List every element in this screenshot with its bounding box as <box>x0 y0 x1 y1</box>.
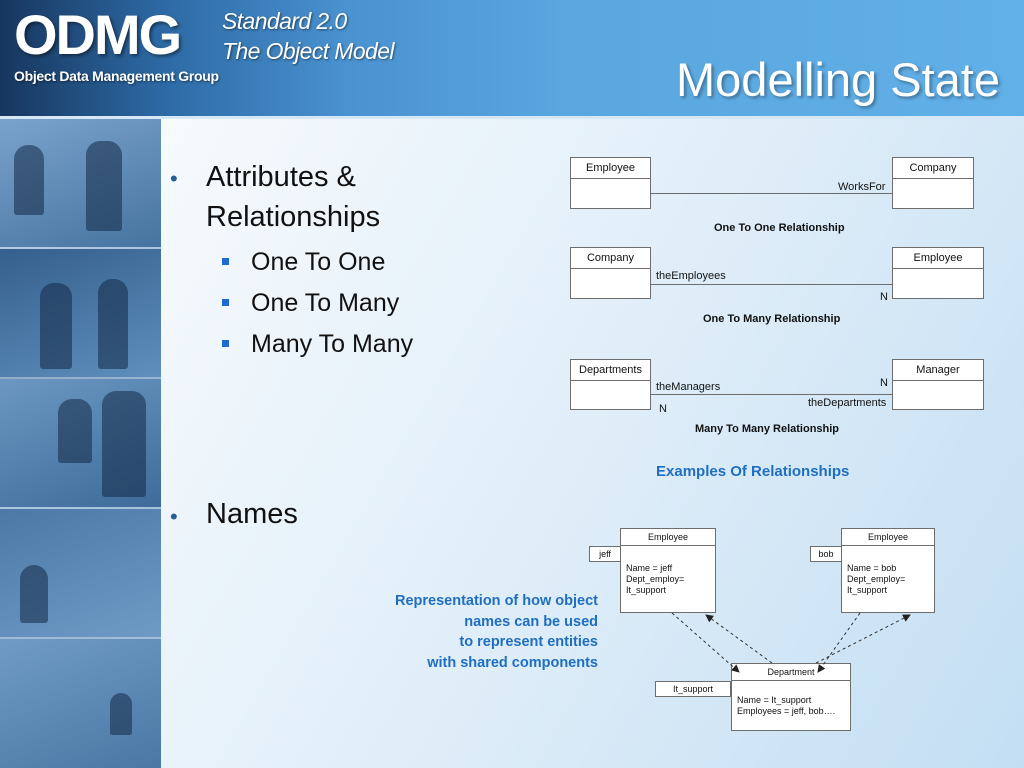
photo-strip <box>0 119 161 768</box>
one-to-many-caption: One To Many Relationship <box>703 313 841 325</box>
relation-label: theEmployees <box>656 270 726 282</box>
bullet-square <box>222 258 229 265</box>
bullet-names: Names <box>206 498 298 530</box>
bullet-attributes-line1: Attributes & <box>206 161 356 193</box>
object-class-label: Department <box>732 664 850 681</box>
jeff-employee-object: Employee Name = jeff Dept_employ= It_sup… <box>620 528 716 613</box>
person-silhouette <box>110 693 132 735</box>
box-header: Company <box>893 158 973 179</box>
attribute-line: Name = bob <box>847 563 897 573</box>
dashed-reference-arrow <box>705 614 773 664</box>
attribute-line: It_support <box>847 585 888 595</box>
sub-bullet-one-to-many: One To Many <box>251 289 400 317</box>
box-header: Departments <box>571 360 650 381</box>
relationship-line <box>651 193 892 194</box>
slide-title: Modelling State <box>676 53 1000 106</box>
person-silhouette <box>58 399 92 463</box>
object-attributes: Name = jeff Dept_employ= It_support <box>626 563 684 596</box>
object-class-label: Employee <box>621 529 715 546</box>
person-silhouette <box>86 141 122 231</box>
departments-box: Departments <box>570 359 651 410</box>
bullet-dot: • <box>170 504 178 529</box>
company-box: Company <box>892 157 974 209</box>
slide-content <box>161 119 1024 768</box>
header-banner: ODMG Object Data Management Group Standa… <box>0 0 1024 116</box>
employee-box: Employee <box>892 247 984 299</box>
relationship-line <box>651 394 892 395</box>
object-class-label: Employee <box>842 529 934 546</box>
relationship-line <box>651 284 892 285</box>
bullet-square <box>222 340 229 347</box>
it-support-name-tag: It_support <box>655 681 731 697</box>
object-attributes: Name = It_support Employees = jeff, bob…… <box>737 695 835 717</box>
dashed-reference-arrow <box>817 612 861 673</box>
cardinality-label: N <box>880 377 888 389</box>
person-silhouette <box>98 279 128 369</box>
bob-employee-object: Employee Name = bob Dept_employ= It_supp… <box>841 528 935 613</box>
office-photo <box>0 509 161 639</box>
office-photo <box>0 379 161 509</box>
person-silhouette <box>20 565 48 623</box>
relation-label: WorksFor <box>838 181 886 193</box>
bob-name-tag: bob <box>810 546 842 562</box>
description-line: names can be used <box>464 613 598 630</box>
object-names-description: Representation of how object names can b… <box>395 591 598 673</box>
logo-subtitle: Object Data Management Group <box>14 68 219 84</box>
person-silhouette <box>14 145 44 215</box>
description-line: Representation of how object <box>394 593 598 609</box>
bullet-dot: • <box>170 166 178 191</box>
bullet-square <box>222 299 229 306</box>
sub-bullet-one-to-one: One To One <box>251 248 386 276</box>
many-to-many-caption: Many To Many Relationship <box>695 423 840 435</box>
attribute-line: It_support <box>626 585 667 595</box>
one-to-one-caption: One To One Relationship <box>714 222 845 234</box>
box-header: Employee <box>893 248 983 269</box>
standard-version: Standard 2.0 <box>222 8 347 34</box>
box-header: Employee <box>571 158 650 179</box>
office-photo <box>0 119 161 249</box>
employee-box: Employee <box>570 157 651 209</box>
dashed-reference-arrow <box>815 614 911 664</box>
odmg-logo: ODMG <box>14 3 182 66</box>
attribute-line: Name = It_support <box>737 695 812 705</box>
manager-box: Manager <box>892 359 984 410</box>
company-box: Company <box>570 247 651 299</box>
department-object: Department Name = It_support Employees =… <box>731 663 851 731</box>
relation-label-left: theManagers <box>656 381 721 393</box>
cardinality-label: N <box>880 291 888 303</box>
description-line: with shared components <box>427 654 598 671</box>
dashed-reference-arrow <box>671 612 740 673</box>
header-divider <box>0 116 1024 119</box>
office-photo <box>0 639 161 768</box>
bullet-attributes-line2: Relationships <box>206 201 381 233</box>
attribute-line: Name = jeff <box>626 563 673 573</box>
person-silhouette <box>40 283 72 369</box>
examples-caption: Examples Of Relationships <box>656 463 850 480</box>
description-line: to represent entities <box>459 634 598 650</box>
object-attributes: Name = bob Dept_employ= It_support <box>847 563 905 596</box>
sub-bullet-many-to-many: Many To Many <box>251 330 414 358</box>
attribute-line: Employees = jeff, bob…. <box>737 706 836 716</box>
attribute-line: Dept_employ= <box>626 574 685 584</box>
standard-subtitle: The Object Model <box>222 38 395 64</box>
office-photo <box>0 249 161 379</box>
box-header: Company <box>571 248 650 269</box>
relation-label-right: theDepartments <box>808 397 887 409</box>
attribute-line: Dept_employ= <box>847 574 906 584</box>
person-silhouette <box>102 391 146 497</box>
box-header: Manager <box>893 360 983 381</box>
cardinality-label: N <box>659 403 667 415</box>
